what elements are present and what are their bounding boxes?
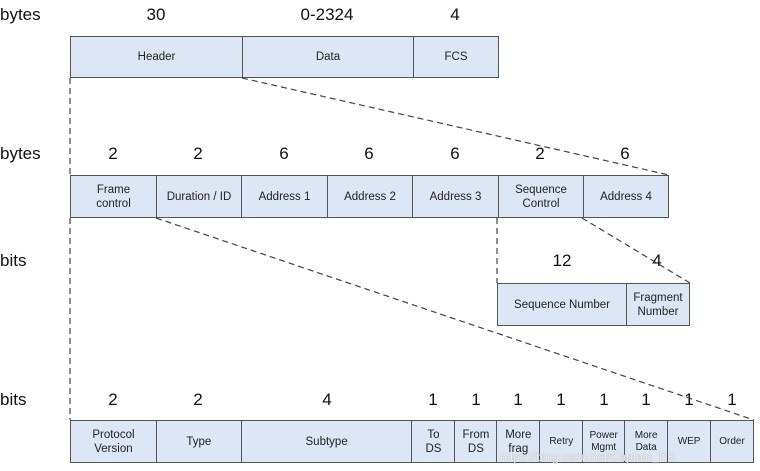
watermark-text: https://blog.csdn.net/Captain_RB <box>500 450 676 464</box>
address1-field: Address 1 <box>242 176 328 217</box>
from-ds-size: 1 <box>471 390 481 409</box>
row-framectl-unit-label: bits <box>0 390 27 409</box>
fcs-size: 4 <box>450 5 460 24</box>
protocol-version-size: 2 <box>108 390 118 409</box>
type-size: 2 <box>193 390 203 409</box>
more-frag-field: More frag <box>497 421 541 462</box>
sequence-number-size: 12 <box>552 251 572 270</box>
subtype-field: Subtype <box>242 421 413 462</box>
frame-control-row: Protocol Version Type Subtype To DS From… <box>70 420 754 463</box>
data-size: 0-2324 <box>300 5 354 24</box>
fragment-number-field: Fragment Number <box>633 291 683 318</box>
fcs-field: FCS <box>444 51 468 63</box>
subtype-size: 4 <box>322 390 332 409</box>
sequence-number-field: Sequence Number <box>498 284 627 325</box>
more-data-field: More Data <box>625 421 669 462</box>
address4-field: Address 4 <box>600 190 652 203</box>
sequence-control-row: Sequence Number Fragment Number <box>497 283 690 326</box>
seqctl-expand-right-line <box>581 217 691 284</box>
frame-control-field: Frame control <box>71 176 157 217</box>
duration-id-field: Duration / ID <box>157 176 242 217</box>
wep-size: 1 <box>684 390 694 409</box>
row-header-unit-label: bytes <box>0 144 41 163</box>
from-ds-field: From DS <box>455 421 498 462</box>
address2-field: Address 2 <box>328 176 413 217</box>
power-mgmt-field: Power Mgmt <box>583 421 626 462</box>
sequence-control-size: 2 <box>535 144 545 163</box>
sequence-control-field: Sequence Control <box>499 176 584 217</box>
duration-id-size: 2 <box>193 144 203 163</box>
order-field: Order <box>719 435 745 447</box>
fragment-number-size: 4 <box>652 251 662 270</box>
retry-size: 1 <box>556 390 566 409</box>
header-size: 30 <box>146 5 166 24</box>
row-frame-unit-label: bytes <box>0 5 41 24</box>
data-field: Data <box>243 37 414 77</box>
to-ds-size: 1 <box>428 390 438 409</box>
address2-size: 6 <box>364 144 374 163</box>
power-mgmt-size: 1 <box>599 390 609 409</box>
type-field: Type <box>157 421 242 462</box>
header-field: Header <box>71 37 243 77</box>
frame-row: Header Data FCS <box>70 36 499 78</box>
protocol-version-field: Protocol Version <box>71 421 157 462</box>
address3-field: Address 3 <box>413 176 499 217</box>
to-ds-field: To DS <box>412 421 456 462</box>
more-data-size: 1 <box>641 390 651 409</box>
order-size: 1 <box>727 390 737 409</box>
more-frag-size: 1 <box>513 390 523 409</box>
wep-field: WEP <box>668 421 712 462</box>
address3-size: 6 <box>450 144 460 163</box>
header-expand-right-line <box>241 77 670 176</box>
retry-field: Retry <box>540 421 584 462</box>
frame-control-size: 2 <box>108 144 118 163</box>
framectl-expand-right-line <box>155 217 755 421</box>
header-row: Frame control Duration / ID Address 1 Ad… <box>70 175 669 218</box>
address1-size: 6 <box>279 144 289 163</box>
row-seqctl-unit-label: bits <box>0 251 27 270</box>
address4-size: 6 <box>620 144 630 163</box>
